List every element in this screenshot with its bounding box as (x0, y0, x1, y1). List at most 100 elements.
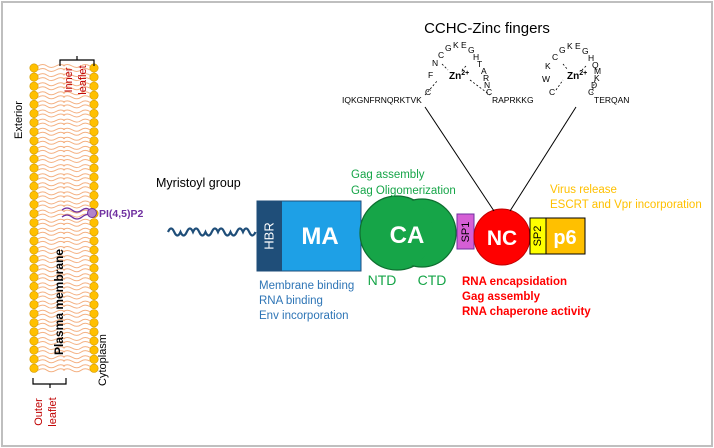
nc-annotation-1: RNA encapsidation (462, 276, 567, 288)
lipid-tail (37, 77, 66, 82)
lipid-headgroup (89, 354, 99, 364)
lipid-headgroup (89, 363, 99, 373)
lipid-tail (37, 204, 66, 209)
lipid-headgroup (29, 154, 39, 164)
lipid-tail (62, 227, 91, 232)
lipid-headgroup (29, 109, 39, 119)
lipid-tail (37, 109, 66, 114)
lipid-tail (37, 104, 66, 109)
lipid-tail (37, 236, 66, 241)
lipid-tail (62, 213, 91, 218)
lipid-tail (62, 164, 91, 169)
inner-leaflet-label-line1: Inner (63, 67, 75, 92)
lipid-tail (37, 191, 66, 196)
lipid-headgroup (29, 363, 39, 373)
lipid-tail (37, 131, 66, 136)
lipid-headgroup (89, 236, 99, 246)
lipid-tail (37, 309, 66, 314)
lipid-tail (37, 149, 66, 154)
zn-symbol: Zn (449, 71, 461, 82)
lipid-tail (37, 346, 66, 351)
zinc-finger-2-residue: C (588, 87, 594, 97)
zinc-finger-1-residue: A (481, 66, 487, 76)
lipid-tail (37, 246, 66, 250)
sp1-box (456, 213, 475, 250)
ma-label: MA (301, 223, 338, 250)
lipid-tail (37, 359, 66, 364)
lipid-tail (37, 68, 66, 72)
zinc-finger-2-residue: H (588, 53, 594, 63)
zinc-finger-1-callout (424, 106, 495, 212)
plasma-membrane-bilayer (29, 63, 99, 373)
zinc-finger-1-residue: N (432, 58, 438, 68)
lipid-headgroup (89, 163, 99, 173)
exterior-label: Exterior (13, 101, 25, 139)
zinc-finger-2-residue: K (567, 41, 573, 51)
zinc-finger-1-residue: N (484, 80, 490, 90)
lipid-tail (62, 177, 91, 182)
zinc-finger-2-zn: Zn2+ (567, 70, 587, 82)
nc-annotation-2: Gag assembly (462, 291, 541, 303)
lipid-tail (62, 173, 91, 178)
lipid-tail (37, 200, 66, 205)
lipid-tail (62, 286, 91, 291)
lipid-tail (62, 318, 91, 323)
lipid-tail (62, 149, 91, 154)
lipid-headgroup (29, 127, 39, 137)
lipid-tail (37, 173, 66, 178)
lipid-tail (37, 182, 66, 187)
lipid-tail (37, 318, 66, 323)
lipid-headgroup (89, 218, 99, 228)
zinc-finger-1-residue: T (477, 59, 482, 69)
lipid-tail (62, 313, 91, 318)
pip2-label: PI(4,5)P2 (99, 208, 144, 220)
lipid-tail (37, 95, 66, 100)
inner-leaflet-label-line2: leaflet (77, 65, 89, 94)
lipid-headgroup (29, 345, 39, 355)
lipid-tail (37, 159, 66, 163)
lipid-headgroup (29, 63, 39, 73)
zn-charge: 2+ (461, 70, 469, 77)
lipid-tail (62, 295, 91, 300)
lipid-tail (37, 322, 66, 327)
lipid-tail (37, 140, 66, 145)
lipid-tail (62, 145, 91, 150)
lipid-headgroup (29, 281, 39, 291)
lipid-tail (62, 250, 91, 254)
lipid-headgroup (89, 327, 99, 337)
inner-leaflet-bracket (59, 56, 95, 66)
lipid-tail (37, 368, 66, 373)
lipid-tail (62, 304, 91, 309)
hbr-region-box (257, 201, 282, 271)
lipid-tail (62, 350, 91, 355)
lipid-headgroup (89, 227, 99, 237)
lipid-tail (62, 264, 91, 269)
lipid-tail (37, 341, 66, 345)
zinc-finger-2-residue: K (545, 61, 551, 71)
lipid-headgroup (89, 109, 99, 119)
ca-label: CA (390, 222, 425, 249)
lipid-tail (62, 277, 91, 282)
zinc-finger-2-residue: C (552, 52, 558, 62)
lipid-headgroup (29, 190, 39, 200)
lipid-headgroup (29, 90, 39, 100)
lipid-tail (62, 100, 91, 105)
lipid-tail (62, 327, 91, 332)
lipid-tail (37, 209, 66, 214)
lipid-headgroup (89, 345, 99, 355)
lipid-tail (37, 337, 66, 341)
lipid-headgroup (89, 172, 99, 182)
lipid-headgroup (89, 245, 99, 255)
lipid-tail (62, 259, 91, 264)
lipid-headgroup (29, 136, 39, 146)
lipid-tail (37, 304, 66, 309)
lipid-tail (62, 113, 91, 118)
lipid-headgroup (89, 81, 99, 91)
lipid-tail (37, 264, 66, 269)
nc-annotation-3: RNA chaperone activity (462, 306, 591, 318)
lipid-headgroup (29, 272, 39, 282)
lipid-tail (37, 227, 66, 232)
zinc-finger-2-residue: E (575, 41, 581, 51)
zinc-finger-1-residue: K (453, 40, 459, 50)
